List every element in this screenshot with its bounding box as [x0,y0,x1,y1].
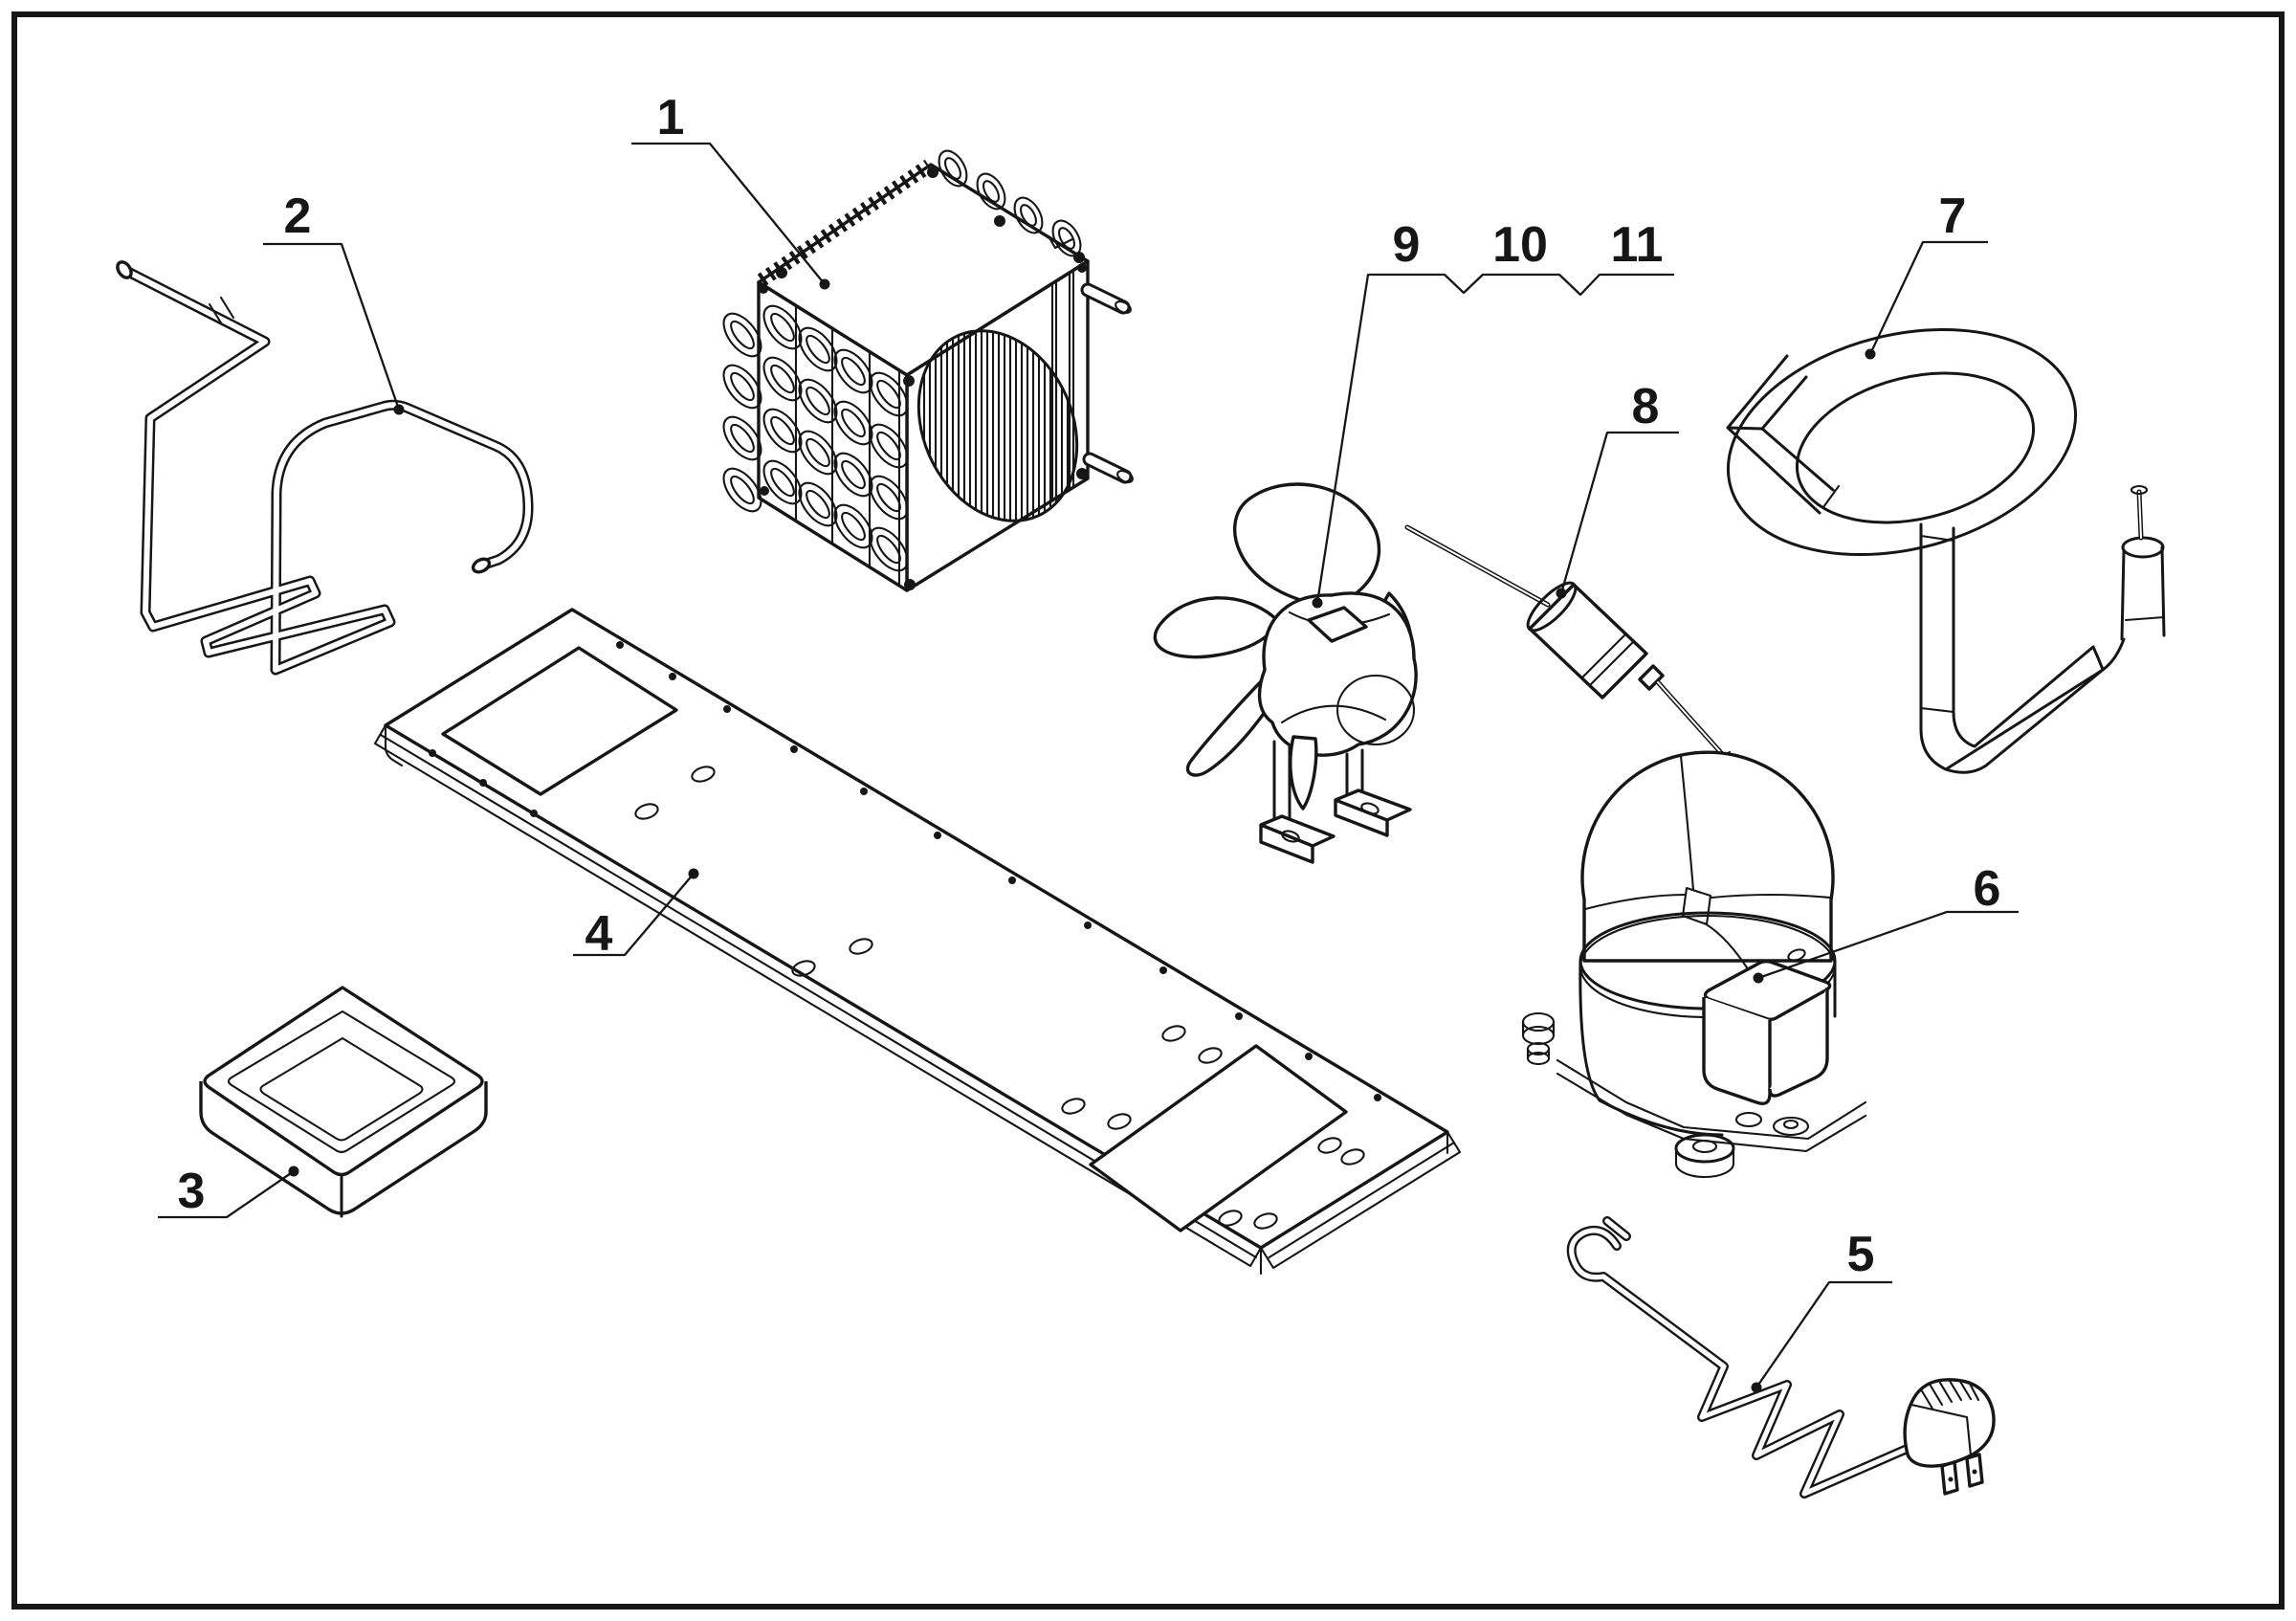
fan-bracket [1259,740,1412,864]
plate-cutout-front [441,646,678,796]
part-4-base-plate [373,608,1462,1276]
callout-number-9: 9 [1393,217,1421,273]
callout-dot-9-10-11 [1312,597,1323,609]
callout-number-5: 5 [1847,1227,1875,1282]
callout-leader-5 [1755,1280,1892,1388]
callout-leader-9-10-11 [1315,273,1674,604]
fan-blades [1153,482,1413,777]
callout-dot-1 [819,278,830,290]
callout-layer: 1 2 3 4 5 6 7 8 9 10 11 [158,90,2019,1393]
callout-dot-6 [1753,972,1764,984]
power-plug [1903,1378,1996,1496]
callout-leader-3 [158,1170,295,1219]
callout-number-4: 4 [585,906,613,962]
callout-number-10: 10 [1492,217,1548,273]
sheet-border [11,11,2285,1610]
part-7-suction-loop [1726,327,2166,774]
part-9-10-11-fan-assembly [1153,482,1418,864]
callout-dot-7 [1865,348,1876,360]
callout-number-6: 6 [1974,861,2001,917]
callout-dot-4 [688,868,699,879]
fan-motor [1257,591,1418,810]
callout-leader-7 [1868,240,1988,355]
part-5-power-cord [1566,1216,1996,1499]
tube-open-end [471,557,492,574]
compressor [1521,750,1867,1179]
callout-number-7: 7 [1939,189,1967,244]
callout-number-11: 11 [1611,217,1664,273]
callout-number-1: 1 [657,90,685,145]
tube-end-cap [116,260,133,279]
compressor-dome [1580,750,1835,963]
compressor-feet [1521,1011,1867,1179]
part-2-bent-tube [116,260,534,676]
callout-dot-3 [288,1166,299,1177]
callout-number-3: 3 [178,1164,206,1219]
condenser-screws [759,167,1088,590]
callout-number-8: 8 [1632,379,1660,434]
callout-dot-2 [393,404,405,415]
callout-leader-1 [631,142,826,285]
part-6-relay-cover [1702,948,1832,1106]
condenser-pins [1080,282,1134,484]
callout-leader-4 [573,873,695,957]
callout-dot-8 [1556,588,1567,599]
callout-leader-2 [263,242,401,411]
callout-number-2: 2 [284,189,312,244]
plate-cutout-rear [1089,1044,1348,1232]
plate-holes [429,641,1381,1230]
callout-dot-5 [1751,1382,1762,1393]
callout-leader-8 [1559,431,1679,594]
condenser-coils [722,149,1082,572]
part-3-drip-tray [199,986,488,1218]
callout-leader-6 [1757,910,2019,980]
part-1-condenser [722,149,1134,592]
